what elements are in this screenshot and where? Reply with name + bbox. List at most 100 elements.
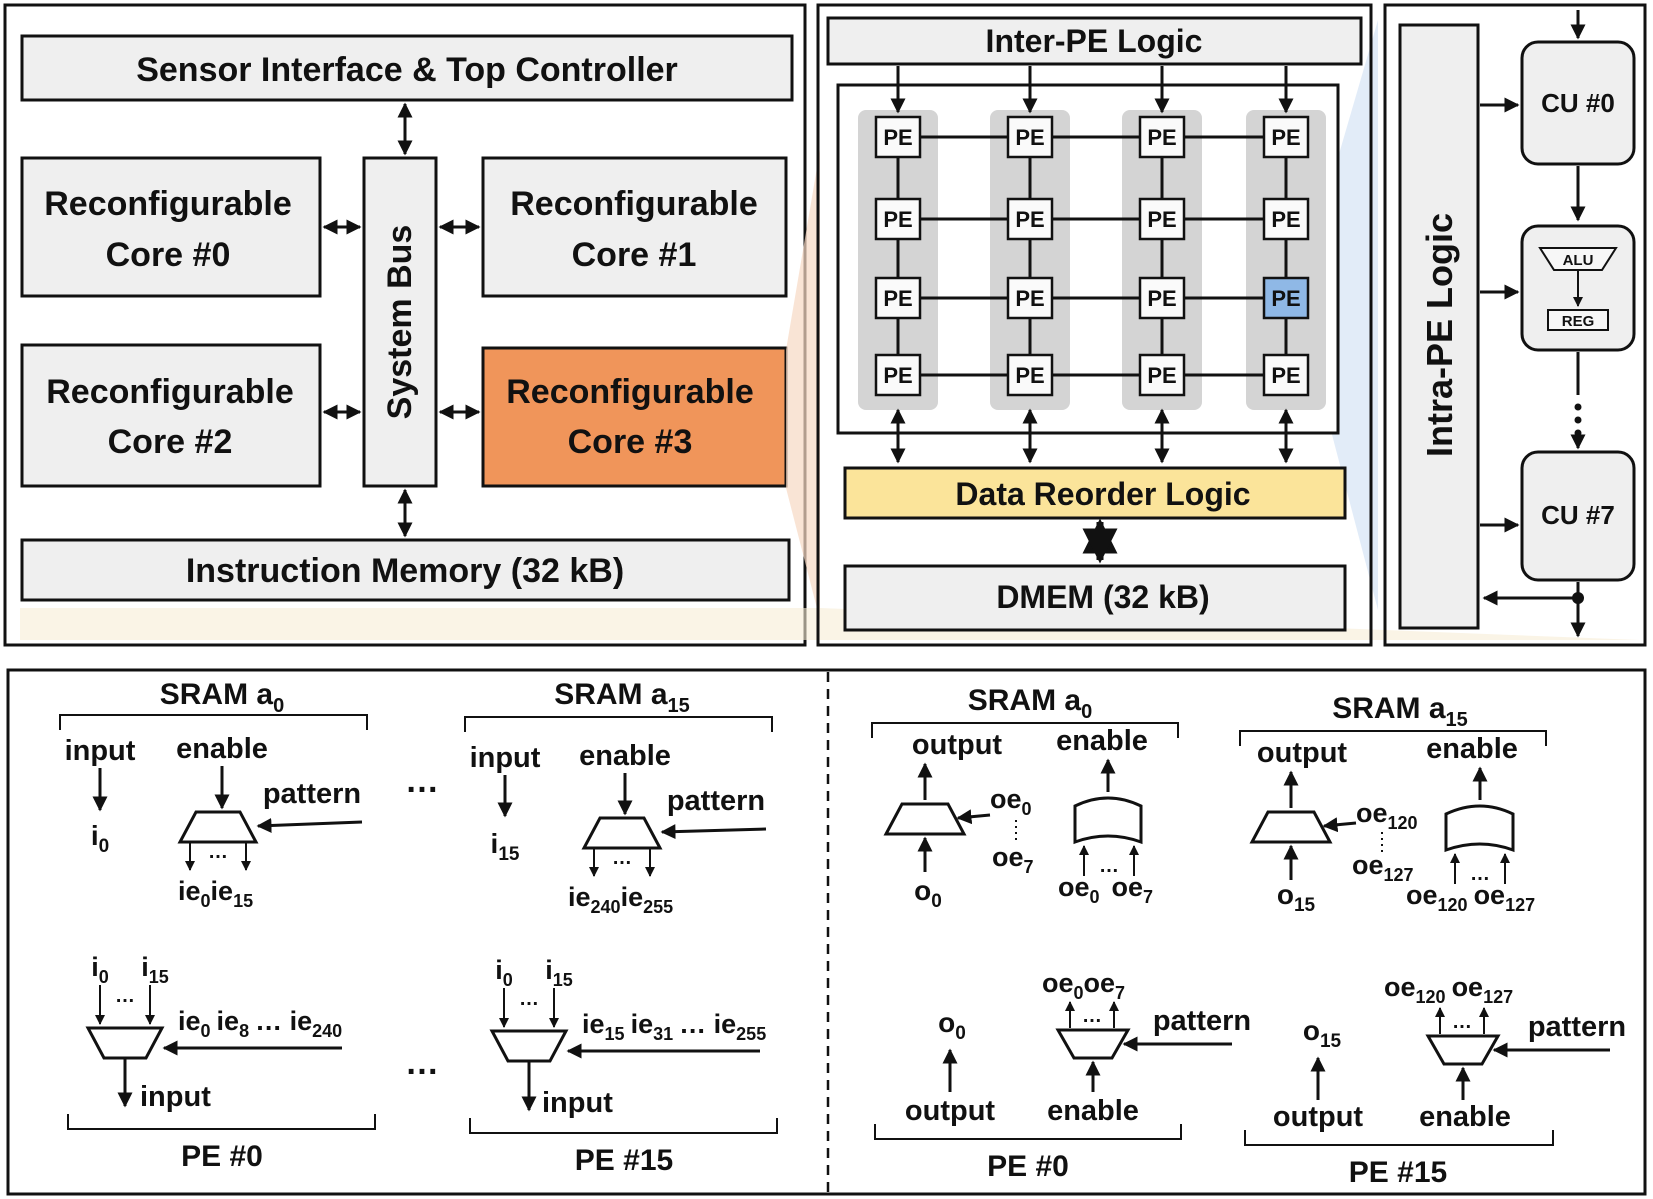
alu-label: ALU: [1563, 252, 1594, 269]
bl-pe15-i15: i15: [545, 955, 573, 990]
core3-label-line1: Reconfigurable: [506, 373, 753, 411]
ellipsis-dot-1: [1574, 403, 1582, 411]
br-a0-oe0: oe0: [990, 784, 1032, 819]
bl-a0-pattern-arrow: [256, 817, 363, 833]
br-a0-or-gate: [1073, 796, 1143, 845]
pe-label: PE: [883, 363, 912, 388]
bl-a0-enable-label: enable: [176, 733, 268, 765]
pe-r1-c1: [1006, 197, 1054, 241]
pe-label: PE: [1147, 125, 1176, 150]
bl-a15-enable-label: enable: [579, 740, 671, 772]
pe-label: PE: [1271, 286, 1300, 311]
bl-pe0-mux: [85, 1026, 165, 1060]
bl-a0-demux: [177, 810, 259, 844]
system-bus-label: System Bus: [381, 225, 419, 420]
cu7-box: [1520, 450, 1636, 582]
pe-label: PE: [1271, 125, 1300, 150]
bl-a0-ie0-ie15: ie0ie15: [178, 876, 253, 911]
pe-r3-c1: [1006, 353, 1054, 397]
core3-label-line2: Core #3: [568, 423, 693, 461]
bl-pe15-input-label: input: [542, 1087, 613, 1119]
core1-label-line2: Core #1: [572, 236, 697, 274]
bl-pe0-i0: i0: [91, 952, 109, 987]
cu0-label: CU #0: [1541, 88, 1615, 118]
pe-label: PE: [1271, 363, 1300, 388]
pe-r2-c3-highlighted: [1262, 276, 1310, 320]
pe-r0-c3: [1262, 115, 1310, 159]
pe-label: PE: [1147, 363, 1176, 388]
br-a15-enable-label: enable: [1426, 733, 1518, 765]
br-a15-output-label: output: [1257, 737, 1348, 769]
br-a0-o0: o0: [914, 875, 942, 912]
br-a15-oe-arrow: [1322, 817, 1357, 833]
bl-a0-pattern-label: pattern: [263, 778, 361, 810]
top-right-panel: Intra-PE Logic CU #0 ALU REG CU #7: [1383, 3, 1647, 647]
reg-label: REG: [1562, 313, 1595, 330]
br-pe15-demux: [1425, 1034, 1501, 1066]
core2-box: [20, 343, 322, 488]
bl-pe15-mux: [489, 1029, 569, 1063]
pe-label: PE: [1015, 363, 1044, 388]
br-a15-o15: o15: [1277, 879, 1316, 916]
bl-a15-ie240-ie255: ie240ie255: [568, 882, 673, 917]
core0-box: [20, 156, 322, 298]
bl-pe15-in-dots: …: [519, 988, 539, 1010]
bl-pe15-title: PE #15: [575, 1144, 673, 1177]
pe-r2-c0: [874, 276, 922, 320]
core1-label-line1: Reconfigurable: [510, 185, 757, 223]
br-sram-a15-title: SRAM a15: [1332, 692, 1468, 731]
pe-r1-c0: [874, 197, 922, 241]
br-sram-a0-bracket: [871, 722, 1179, 738]
br-a15-mux: [1249, 810, 1333, 844]
imem-box: [20, 538, 791, 602]
bl-a15-ie-dots: …: [612, 847, 632, 869]
pe-label: PE: [883, 286, 912, 311]
zoom-wedge-core3: [786, 150, 820, 620]
br-pe15-enable-label: enable: [1419, 1101, 1511, 1133]
bl-a15-pattern-label: pattern: [667, 785, 765, 817]
bl-a15-i15: i15: [491, 828, 520, 865]
br-pe15-oe-dots: …: [1452, 1011, 1472, 1033]
br-sram-a0-title: SRAM a0: [968, 684, 1092, 723]
bl-pe0-title: PE #0: [181, 1140, 263, 1173]
bl-a0-i0: i0: [91, 820, 109, 857]
br-pe0-pattern-label: pattern: [1153, 1005, 1251, 1037]
pe-r0-c2: [1138, 115, 1186, 159]
pe-r1-c3: [1262, 197, 1310, 241]
bl-sram-a15-bracket: [464, 716, 773, 732]
bl-a0-ie-dots: …: [208, 841, 228, 863]
cu7-label: CU #7: [1541, 500, 1615, 530]
pe-r3-c2: [1138, 353, 1186, 397]
br-pe15-pattern-label: pattern: [1528, 1011, 1626, 1043]
reg-box: [1547, 309, 1609, 331]
pe-label: PE: [1015, 207, 1044, 232]
bl-a15-pattern-arrow: [660, 824, 767, 840]
pe-label: PE: [883, 207, 912, 232]
pe-r2-c2: [1138, 276, 1186, 320]
pe-grid-lines: [896, 135, 1288, 377]
dmem-box: [843, 564, 1347, 632]
top-left-panel: Sensor Interface & Top Controller System…: [3, 3, 807, 647]
core2-label-line1: Reconfigurable: [46, 373, 293, 411]
inter-pe-label: Inter-PE Logic: [986, 23, 1203, 59]
ellipsis-dot-2: [1574, 416, 1582, 424]
br-pe0-oe-dots: …: [1082, 1005, 1102, 1027]
system-bus-box: [362, 156, 438, 488]
intra-pe-box: [1398, 23, 1480, 630]
pe-r2-c1: [1006, 276, 1054, 320]
br-pe0-o0: o0: [938, 1007, 966, 1044]
bl-a15-demux: [581, 816, 663, 850]
imem-label: Instruction Memory (32 kB): [186, 552, 624, 590]
bl-pe0-i15: i15: [141, 952, 169, 987]
bl-sram-a15-title: SRAM a15: [554, 678, 690, 717]
pe-r0-c1: [1006, 115, 1054, 159]
br-pe15-output-label: output: [1273, 1101, 1364, 1133]
bl-pe15-i0: i0: [495, 955, 513, 990]
br-pe0-oe-labels: oe0oe7: [1042, 968, 1125, 1003]
pe-label: PE: [1015, 125, 1044, 150]
br-pe15-title: PE #15: [1349, 1156, 1447, 1189]
top-middle-panel: Inter-PE Logic: [816, 3, 1373, 647]
top-right-frame: [1383, 3, 1647, 647]
